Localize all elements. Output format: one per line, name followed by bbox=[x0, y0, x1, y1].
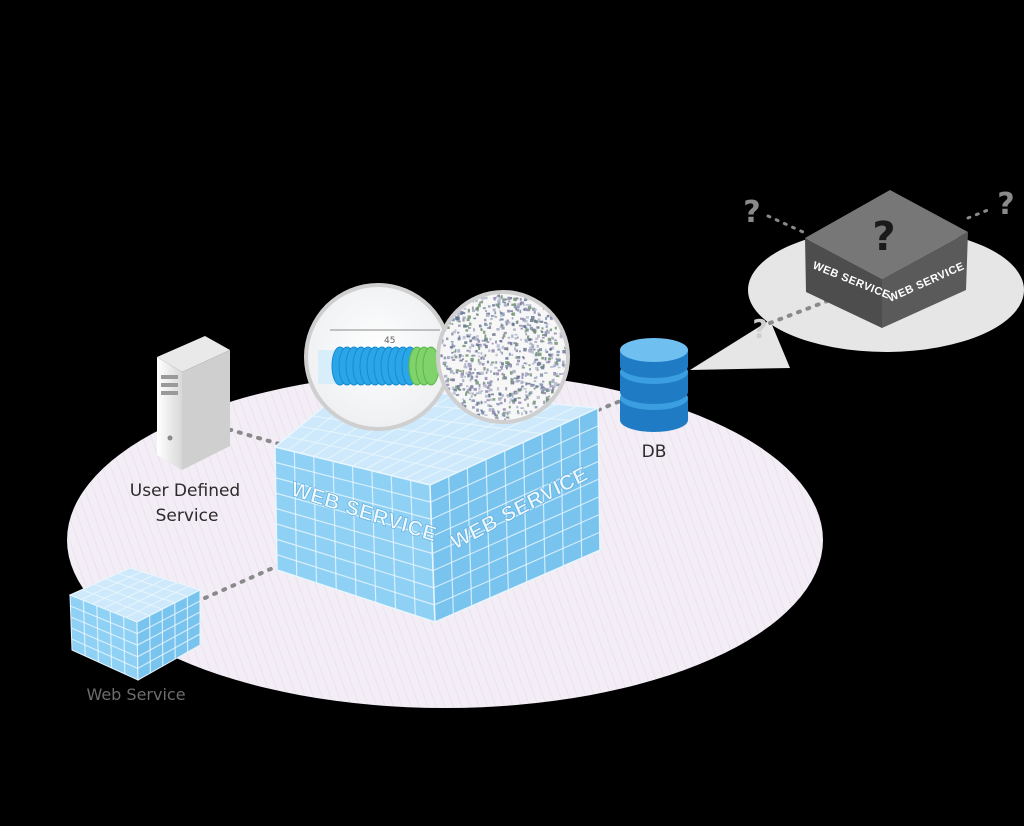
question-mark-bottom: ? bbox=[752, 315, 767, 345]
magnifier-number: 45 bbox=[384, 336, 395, 346]
stacked-disks bbox=[318, 347, 439, 385]
lens-stacked-disks: 45 bbox=[304, 283, 452, 431]
server-tower-icon bbox=[157, 336, 230, 470]
web-service-label: Web Service bbox=[86, 685, 185, 704]
db-label: DB bbox=[642, 442, 667, 462]
database-icon bbox=[620, 338, 688, 432]
unknown-cube-question-mark: ? bbox=[872, 214, 895, 260]
question-mark-left: ? bbox=[743, 195, 760, 230]
lens-noise-pattern bbox=[436, 290, 570, 424]
user-defined-service-label-line1: User Defined bbox=[130, 481, 240, 501]
question-mark-right: ? bbox=[997, 187, 1014, 222]
user-defined-service-label-line2: Service bbox=[156, 506, 219, 526]
